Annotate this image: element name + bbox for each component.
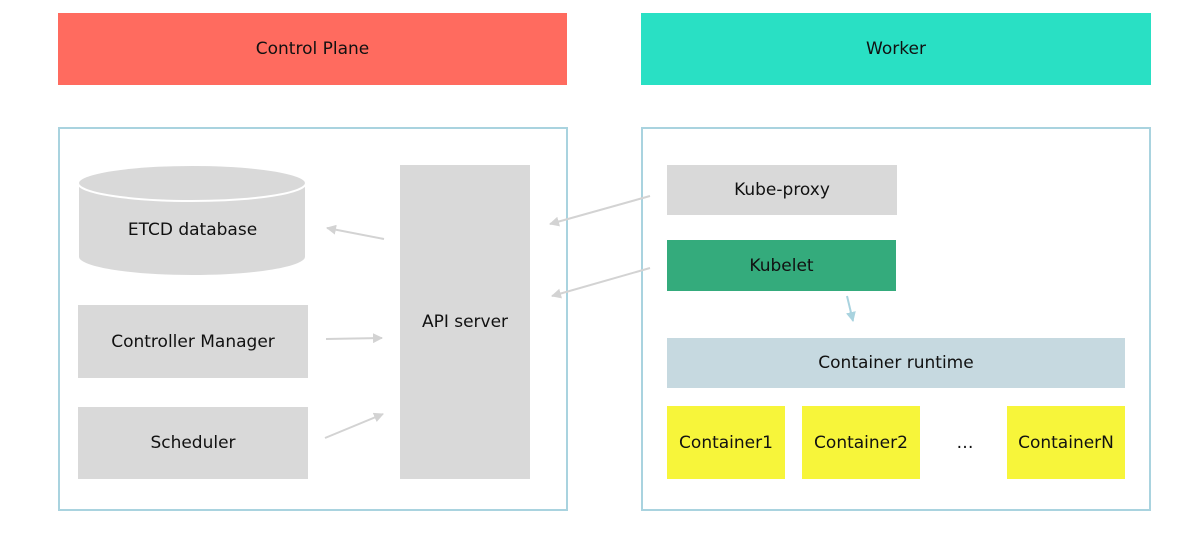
kube-proxy-label: Kube-proxy	[734, 180, 830, 200]
api-server-box: API server	[400, 165, 530, 479]
container-2-label: Container2	[814, 432, 908, 453]
container-n-label: ContainerN	[1018, 432, 1114, 453]
etcd-database-cylinder	[77, 164, 307, 277]
container-runtime-box: Container runtime	[667, 338, 1125, 388]
controller-manager-label: Controller Manager	[111, 331, 275, 352]
kubelet-label: Kubelet	[749, 255, 814, 276]
container-runtime-label: Container runtime	[818, 353, 974, 373]
etcd-database-label: ETCD database	[127, 220, 258, 240]
container-n-box: ContainerN	[1007, 406, 1125, 479]
kube-proxy-box: Kube-proxy	[667, 165, 897, 215]
worker-header-label: Worker	[866, 39, 926, 59]
container-1-label: Container1	[679, 432, 773, 453]
container-ellipsis-label: …	[956, 432, 974, 453]
api-server-label: API server	[421, 312, 509, 332]
scheduler-box: Scheduler	[78, 407, 308, 479]
worker-header: Worker	[641, 13, 1151, 85]
container-2-box: Container2	[802, 406, 920, 479]
kubelet-box: Kubelet	[667, 240, 896, 291]
control-plane-header: Control Plane	[58, 13, 567, 85]
control-plane-header-label: Control Plane	[255, 39, 370, 59]
scheduler-label: Scheduler	[150, 433, 236, 453]
controller-manager-box: Controller Manager	[78, 305, 308, 378]
container-1-box: Container1	[667, 406, 785, 479]
container-ellipsis: …	[940, 406, 990, 479]
